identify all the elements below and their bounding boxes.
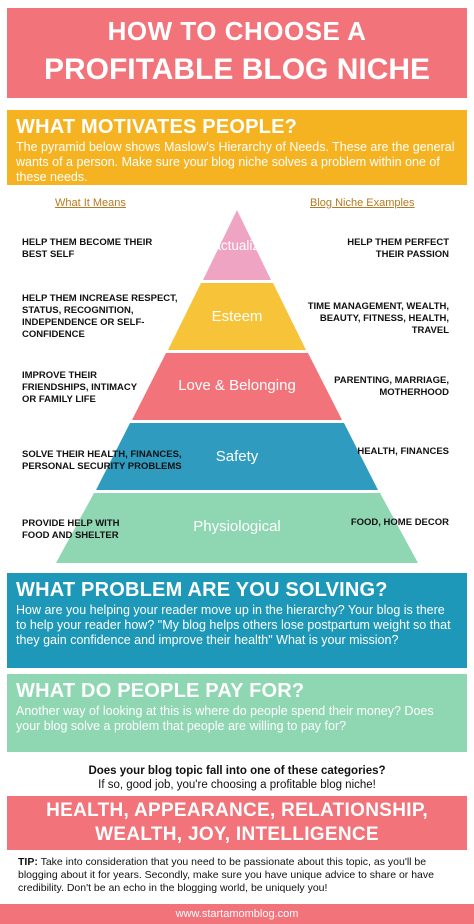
question-answer: If so, good job, you're choosing a profi… (98, 779, 376, 791)
pay-heading: WHAT DO PEOPLE PAY FOR? (16, 680, 305, 702)
title-line-1: HOW TO CHOOSE A (107, 16, 367, 46)
motivates-heading: WHAT MOTIVATES PEOPLE? (16, 116, 298, 138)
tier-physiological-meaning: PROVIDE HELP WITH FOOD AND SHELTER (22, 518, 120, 541)
title-banner: HOW TO CHOOSE A PROFITABLE BLOG NICHE (7, 8, 467, 98)
tip-body: Take into consideration that you need to… (18, 856, 434, 894)
problem-body: How are you helping your reader move up … (16, 603, 451, 647)
motivates-section: WHAT MOTIVATES PEOPLE? The pyramid below… (7, 110, 467, 185)
tier-esteem-shape (168, 283, 306, 350)
tier-safety-shape (96, 423, 378, 490)
title-line-2: PROFITABLE BLOG NICHE (43, 53, 431, 86)
motivates-body: The pyramid below shows Maslow's Hierarc… (16, 140, 455, 184)
footer-url[interactable]: www.startamomblog.com (0, 904, 474, 924)
column-heading-examples: Blog Niche Examples (310, 197, 415, 209)
tier-physiological-label: Physiological (193, 518, 281, 535)
tier-esteem-label: Esteem (211, 308, 263, 325)
problem-heading: WHAT PROBLEM ARE YOU SOLVING? (16, 579, 388, 601)
categories-banner: HEALTH, APPEARANCE, RELATIONSHIP, WEALTH… (7, 796, 467, 850)
tip-text: TIP: Take into consideration that you ne… (18, 856, 458, 895)
tier-esteem-meaning: HELP THEM INCREASE RESPECT, STATUS, RECO… (22, 293, 178, 340)
tier-love-belonging-label: Love & Belonging (178, 377, 296, 394)
tier-physiological-examples: FOOD, HOME DECOR (350, 517, 449, 528)
question-text: Does your blog topic fall into one of th… (88, 765, 386, 777)
column-heading-meaning: What It Means (55, 197, 126, 209)
maslow-pyramid (56, 210, 418, 563)
tier-safety-meaning: SOLVE THEIR HEALTH, FINANCES, PERSONAL S… (22, 449, 182, 472)
tier-self-actualization-label: Self-actualization (185, 238, 289, 253)
tier-self-actualization-examples: HELP THEM PERFECT THEIR PASSION (347, 237, 449, 260)
tier-love-belonging-examples: PARENTING, MARRIAGE, MOTHERHOOD (334, 375, 449, 398)
category-question: Does your blog topic fall into one of th… (0, 764, 474, 792)
pay-body: Another way of looking at this is where … (16, 704, 434, 733)
tier-esteem-examples: TIME MANAGEMENT, WEALTH, BEAUTY, FITNESS… (307, 301, 449, 336)
tier-love-belonging-shape (132, 353, 342, 420)
tier-physiological-shape (56, 493, 418, 563)
tip-label: TIP: (18, 856, 38, 868)
tier-love-belonging-meaning: IMPROVE THEIR FRIENDSHIPS, INTIMACY OR F… (22, 370, 137, 405)
problem-section: WHAT PROBLEM ARE YOU SOLVING? How are yo… (7, 573, 467, 668)
categories-line-2: WEALTH, JOY, INTELLIGENCE (95, 824, 379, 845)
pay-section: WHAT DO PEOPLE PAY FOR? Another way of l… (7, 674, 467, 752)
tier-safety-label: Safety (215, 448, 259, 465)
categories-line-1: HEALTH, APPEARANCE, RELATIONSHIP, (46, 800, 428, 821)
tier-self-actualization-meaning: HELP THEM BECOME THEIR BEST SELF (22, 237, 153, 260)
tier-safety-examples: HEALTH, FINANCES (357, 446, 449, 457)
tier-self-actualization-shape (203, 210, 271, 280)
